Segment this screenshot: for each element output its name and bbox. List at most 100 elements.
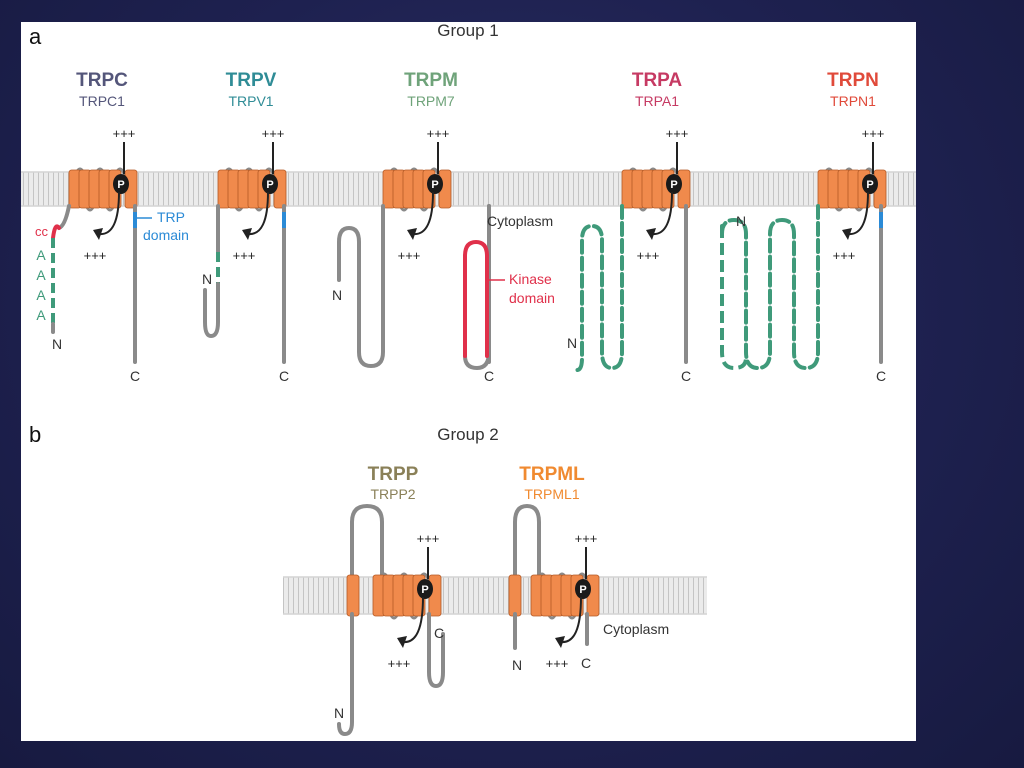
c-terminus-label: C <box>130 368 140 384</box>
group-2-title: Group 2 <box>437 425 498 444</box>
n-terminus-label: N <box>332 287 342 303</box>
panel-b-letter: b <box>29 422 41 447</box>
n-terminal-tail <box>203 282 220 338</box>
member-name-trpml1: TRPML1 <box>524 486 579 502</box>
member-name-trpp2: TRPP2 <box>370 486 415 502</box>
transmembrane-helix <box>346 574 360 617</box>
cation-flux-arrow <box>651 191 673 236</box>
pore-label: P <box>117 179 124 191</box>
extracellular-loop <box>350 504 384 616</box>
cation-flux-arrow <box>412 191 434 236</box>
kinase-domain-segment <box>463 240 489 358</box>
ankyrin-repeat-label: A <box>36 287 46 303</box>
member-name-trpn1: TRPN1 <box>830 93 876 109</box>
intracellular-cations-label: +++ <box>388 656 411 671</box>
n-terminal-tail <box>337 612 354 736</box>
extracellular-cations-label: +++ <box>262 126 285 141</box>
family-name-trpml: TRPML <box>519 464 585 485</box>
coiled-coil-segment <box>51 224 61 240</box>
kinase-domain-label-line1: Kinase <box>509 271 552 287</box>
group-1-title: Group 1 <box>437 22 498 40</box>
pore-label: P <box>431 179 438 191</box>
pore-loop <box>427 174 443 194</box>
cation-flux-arrowhead <box>646 228 656 240</box>
ankyrin-repeat-label: A <box>36 307 46 323</box>
pore-label: P <box>421 584 428 596</box>
pore-loop <box>862 174 878 194</box>
cation-flux-arrow <box>402 596 424 644</box>
c-terminus-label: C <box>279 368 289 384</box>
ankyrin-repeat-region <box>720 204 820 371</box>
family-name-trpp: TRPP <box>368 464 419 485</box>
cc-label: cc <box>35 224 49 239</box>
extracellular-cations-label: +++ <box>666 126 689 141</box>
n-terminal-linker <box>57 204 71 230</box>
c-terminal-tail <box>463 204 491 370</box>
n-terminus-label: N <box>334 705 344 721</box>
c-terminal-tail <box>427 612 445 688</box>
family-name-trpc: TRPC <box>76 70 128 91</box>
pore-loop <box>666 174 682 194</box>
intracellular-cations-label: +++ <box>84 248 107 263</box>
cation-flux-arrowhead <box>842 228 852 240</box>
pore-label: P <box>266 179 273 191</box>
n-terminus-label: N <box>52 336 62 352</box>
pore-loop <box>575 579 591 599</box>
member-name-trpa1: TRPA1 <box>635 93 679 109</box>
pore-label: P <box>579 584 586 596</box>
cation-flux-arrowhead <box>397 636 407 648</box>
family-name-trpa: TRPA <box>632 70 683 91</box>
ankyrin-repeat-region <box>720 226 748 371</box>
extracellular-cations-label: +++ <box>575 531 598 546</box>
c-terminus-label: C <box>484 368 494 384</box>
extracellular-cations-label: +++ <box>427 126 450 141</box>
ankyrin-repeat-region <box>575 204 624 372</box>
extracellular-loop <box>513 504 541 616</box>
family-name-trpv: TRPV <box>226 70 277 91</box>
member-name-trpv1: TRPV1 <box>228 93 273 109</box>
n-terminal-tail <box>337 204 385 368</box>
transmembrane-helix <box>508 574 522 617</box>
cation-flux-arrowhead <box>407 228 417 240</box>
member-name-trpc1: TRPC1 <box>79 93 125 109</box>
pore-loop <box>262 174 278 194</box>
pore-label: P <box>866 179 873 191</box>
membrane-group-1 <box>21 172 916 206</box>
cytoplasm-label-group-1: Cytoplasm <box>487 213 553 229</box>
extracellular-cations-label: +++ <box>862 126 885 141</box>
ankyrin-repeat-label: A <box>36 267 46 283</box>
cation-flux-arrowhead <box>93 228 103 240</box>
n-terminus-label: N <box>512 657 522 673</box>
intracellular-cations-label: +++ <box>398 248 421 263</box>
pore-loop <box>113 174 129 194</box>
family-name-trpn: TRPN <box>827 70 879 91</box>
n-terminus-label: N <box>567 335 577 351</box>
extracellular-cations-label: +++ <box>113 126 136 141</box>
cytoplasm-label-group-2: Cytoplasm <box>603 621 669 637</box>
cation-flux-arrow <box>560 596 582 644</box>
cation-flux-arrow <box>247 191 269 236</box>
c-terminus-label: C <box>434 625 444 641</box>
intracellular-cations-label: +++ <box>637 248 660 263</box>
extracellular-cations-label: +++ <box>417 531 440 546</box>
c-terminus-label: C <box>581 655 591 671</box>
kinase-domain-label-line2: domain <box>509 290 555 306</box>
pore-loop <box>417 579 433 599</box>
n-terminus-label: N <box>736 213 746 229</box>
panel-a-letter: a <box>29 24 42 49</box>
intracellular-cations-label: +++ <box>233 248 256 263</box>
member-name-trpm7: TRPM7 <box>407 93 455 109</box>
trp-domain-label-line1: TRP <box>157 209 185 225</box>
family-name-trpm: TRPM <box>404 70 458 91</box>
c-terminus-label: C <box>681 368 691 384</box>
trp-domain-label-line2: domain <box>143 227 189 243</box>
n-terminus-label: N <box>202 271 212 287</box>
cation-flux-arrowhead <box>242 228 252 240</box>
intracellular-cations-label: +++ <box>833 248 856 263</box>
cation-flux-arrow <box>98 191 120 236</box>
intracellular-cations-label: +++ <box>546 656 569 671</box>
cation-flux-arrowhead <box>555 636 565 648</box>
ankyrin-repeat-label: A <box>36 247 46 263</box>
